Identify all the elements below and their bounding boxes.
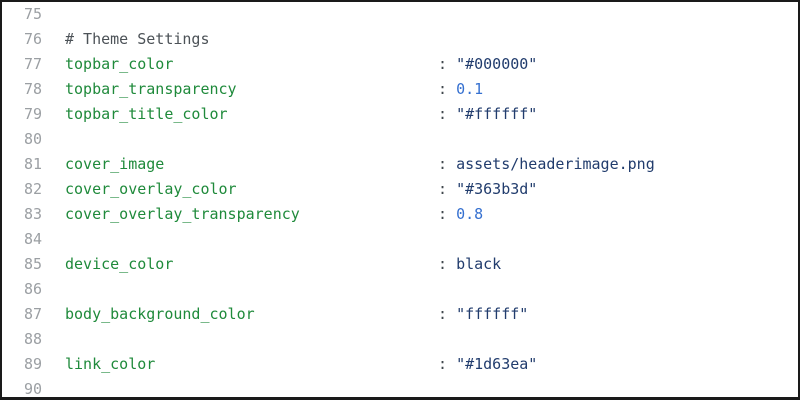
line-content: cover_image: assets/headerimage.png — [65, 152, 655, 177]
line-number: 76 — [23, 30, 42, 48]
line-number: 89 — [23, 355, 42, 373]
code-line: 80 — [2, 127, 798, 152]
yaml-value: "ffffff" — [456, 305, 529, 323]
line-number: 79 — [23, 105, 42, 123]
code-line: 90 — [2, 377, 798, 398]
code-line: 78 topbar_transparency: 0.1 — [2, 77, 798, 102]
line-number: 85 — [23, 255, 42, 273]
line-content: topbar_title_color: "#ffffff" — [65, 102, 537, 127]
code-line: 84 — [2, 227, 798, 252]
line-content: # Theme Settings — [65, 27, 438, 52]
line-number: 82 — [23, 180, 42, 198]
yaml-key: cover_overlay_transparency — [65, 205, 300, 223]
line-number: 78 — [23, 80, 42, 98]
code-line: 75 — [2, 2, 798, 27]
yaml-value: "#1d63ea" — [456, 355, 538, 373]
line-content — [65, 227, 438, 252]
line-number: 86 — [23, 280, 42, 298]
line-content — [65, 377, 438, 397]
colon-separator: : — [438, 355, 457, 373]
line-content: link_color: "#1d63ea" — [65, 352, 537, 377]
yaml-key: link_color — [65, 355, 156, 373]
line-content: cover_overlay_color: "#363b3d" — [65, 177, 537, 202]
yaml-value: black — [456, 255, 502, 273]
colon-separator: : — [438, 155, 457, 173]
yaml-value: 0.1 — [456, 80, 484, 98]
yaml-value: "#000000" — [456, 55, 538, 73]
line-content — [65, 327, 438, 352]
code-line: 81 cover_image: assets/headerimage.png — [2, 152, 798, 177]
line-number: 90 — [23, 380, 42, 398]
line-number: 87 — [23, 305, 42, 323]
colon-separator: : — [438, 205, 457, 223]
colon-separator: : — [438, 305, 457, 323]
yaml-key: topbar_color — [65, 55, 174, 73]
line-number: 81 — [23, 155, 42, 173]
line-number: 75 — [23, 5, 42, 23]
line-number: 88 — [23, 330, 42, 348]
yaml-value: "#ffffff" — [456, 105, 538, 123]
line-content — [65, 127, 438, 152]
line-content: cover_overlay_transparency: 0.8 — [65, 202, 483, 227]
code-line: 82 cover_overlay_color: "#363b3d" — [2, 177, 798, 202]
yaml-value: assets/headerimage.png — [456, 155, 655, 173]
code-line: 89 link_color: "#1d63ea" — [2, 352, 798, 377]
code-line: 87 body_background_color: "ffffff" — [2, 302, 798, 327]
line-number: 80 — [23, 130, 42, 148]
line-number: 83 — [23, 205, 42, 223]
colon-separator: : — [438, 55, 457, 73]
code-line: 76 # Theme Settings — [2, 27, 798, 52]
yaml-comment: # Theme Settings — [65, 30, 210, 48]
code-line: 85 device_color: black — [2, 252, 798, 277]
yaml-value: 0.8 — [456, 205, 484, 223]
line-number: 77 — [23, 55, 42, 73]
code-line: 79 topbar_title_color: "#ffffff" — [2, 102, 798, 127]
code-line: 88 — [2, 327, 798, 352]
code-line: 77 topbar_color: "#000000" — [2, 52, 798, 77]
colon-separator: : — [438, 105, 457, 123]
line-content: device_color: black — [65, 252, 501, 277]
yaml-key: topbar_transparency — [65, 80, 237, 98]
code-line: 86 — [2, 277, 798, 302]
yaml-key: cover_image — [65, 155, 165, 173]
line-content — [65, 2, 438, 27]
colon-separator: : — [438, 80, 457, 98]
yaml-key: topbar_title_color — [65, 105, 228, 123]
line-content: topbar_color: "#000000" — [65, 52, 537, 77]
line-content — [65, 277, 438, 302]
line-number: 84 — [23, 230, 42, 248]
line-content: body_background_color: "ffffff" — [65, 302, 528, 327]
line-content: topbar_transparency: 0.1 — [65, 77, 483, 102]
yaml-key: cover_overlay_color — [65, 180, 237, 198]
yaml-key: device_color — [65, 255, 174, 273]
colon-separator: : — [438, 180, 457, 198]
yaml-value: "#363b3d" — [456, 180, 538, 198]
yaml-key: body_background_color — [65, 305, 255, 323]
code-line: 83 cover_overlay_transparency: 0.8 — [2, 202, 798, 227]
colon-separator: : — [438, 255, 457, 273]
